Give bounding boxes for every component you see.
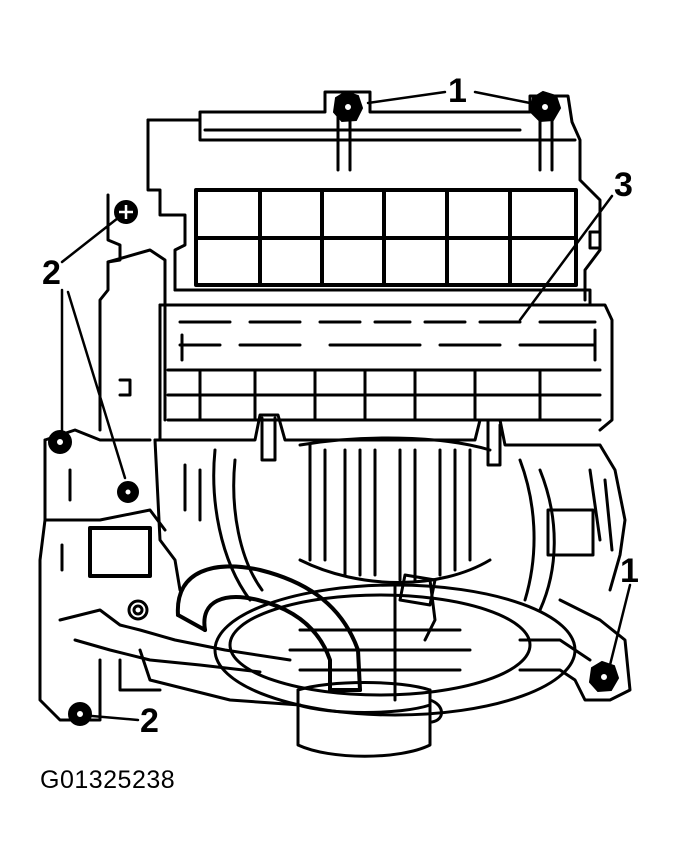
callout-2-lower: 2 [140,702,159,740]
screw-bottom [68,702,92,726]
blower-motor [296,681,443,758]
leader-module-housing [518,194,614,322]
screw-left [48,430,72,454]
leader-lines [60,90,632,722]
upper-housing [146,90,602,302]
leader-screw-upper [60,216,120,264]
figure-id: G01325238 [40,766,176,794]
leader-bolt-right [608,583,632,667]
leader-bolt-top-right [473,90,532,105]
fasteners [48,90,620,726]
callout-2-upper: 2 [42,254,61,292]
left-bracket [38,193,302,722]
right-bracket [518,598,632,702]
leader-screw-bottom [90,714,140,722]
callout-1-right: 1 [620,552,639,590]
leader-bolt-top-left [366,90,447,105]
blower-housing [153,413,627,612]
bolt-right [588,660,620,693]
leader-screw-lower [66,290,127,480]
blower-wheel [213,436,577,717]
air-hose [175,564,362,692]
screw-upper [114,200,138,224]
module-housing [158,288,614,442]
callout-3: 3 [614,166,633,204]
filter-grid [194,188,578,287]
bolt-top-right [529,90,562,123]
bolt-top-left [332,90,364,123]
screw-middle [117,481,139,503]
callout-1-top: 1 [448,72,467,110]
